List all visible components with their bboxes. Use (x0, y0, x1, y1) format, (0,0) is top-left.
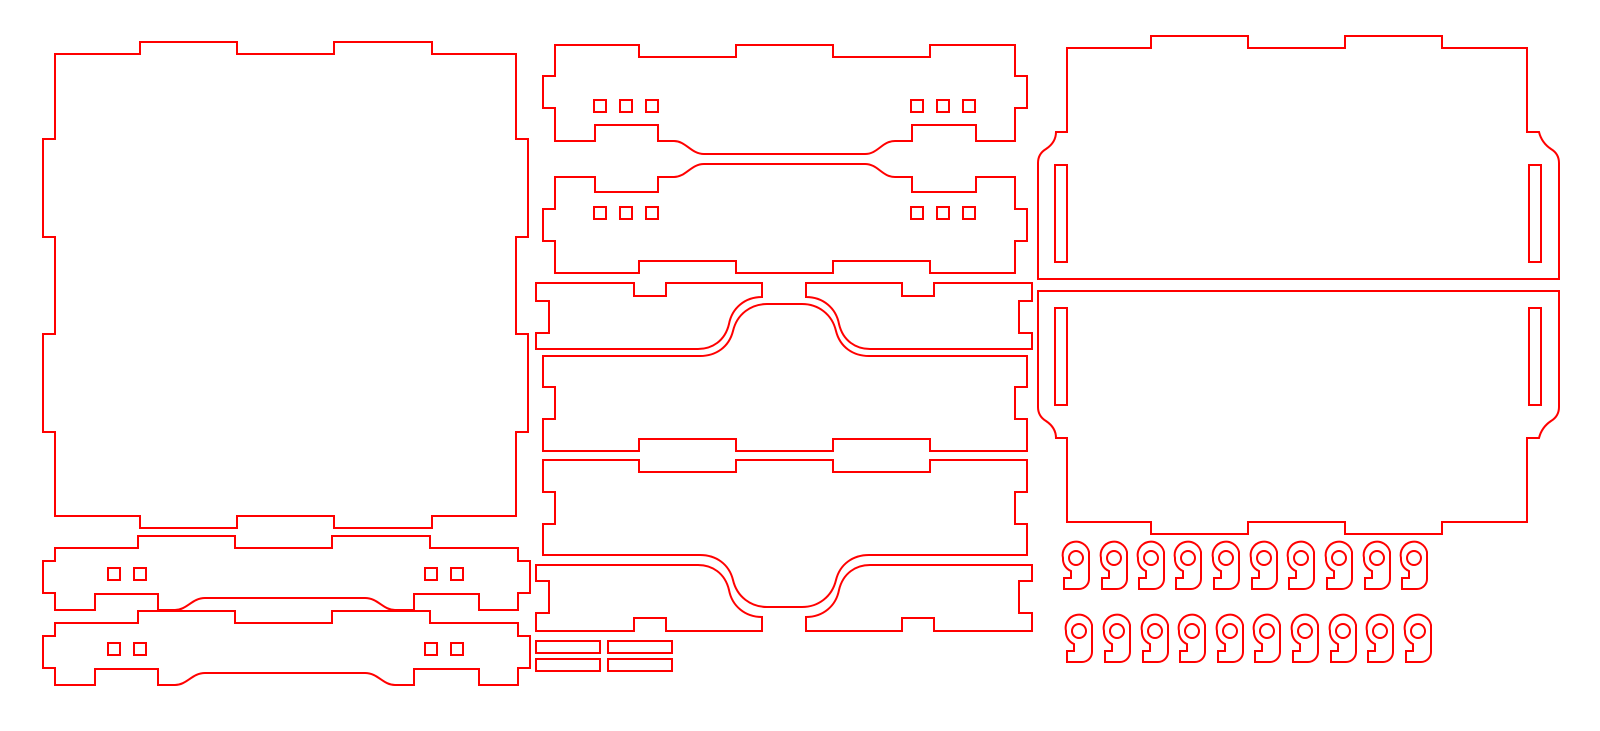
slot-square-middle-7 (593, 206, 607, 220)
hook-hole-8 (1331, 550, 1347, 566)
hook-hole-9 (1369, 550, 1385, 566)
hook-clip-5 (1211, 540, 1240, 590)
hook-hole-18 (1335, 623, 1351, 639)
hook-clip-10 (1399, 540, 1428, 590)
hook-clip-19 (1365, 613, 1394, 663)
hook-clip-4 (1173, 540, 1202, 590)
long-slot-lower-left (1054, 307, 1068, 406)
handle-lower-right (805, 564, 1033, 632)
hook-clip-12 (1102, 613, 1131, 663)
slot-square-middle-1 (593, 99, 607, 113)
hook-hole-15 (1222, 623, 1238, 639)
strip-3 (535, 658, 601, 672)
hook-clip-14 (1177, 613, 1206, 663)
slot-square-middle-8 (619, 206, 633, 220)
side-panel-middle-2 (542, 163, 1028, 274)
hook-clip-20 (1403, 613, 1432, 663)
hook-clip-17 (1290, 613, 1319, 663)
hook-hole-13 (1147, 623, 1163, 639)
hook-clip-9 (1362, 540, 1391, 590)
strip-2 (607, 640, 673, 654)
side-panel-bottom-1 (42, 535, 531, 611)
hook-clip-15 (1215, 613, 1244, 663)
slot-square-bottom-5 (107, 642, 121, 656)
hook-hole-14 (1184, 623, 1200, 639)
large-panel-lower (1037, 290, 1560, 535)
slot-square-middle-9 (645, 206, 659, 220)
slot-square-middle-10 (910, 206, 924, 220)
side-panel-bottom-2 (42, 610, 531, 686)
slot-square-bottom-8 (450, 642, 464, 656)
slot-square-bottom-6 (133, 642, 147, 656)
hook-hole-1 (1068, 550, 1084, 566)
hook-hole-12 (1109, 623, 1125, 639)
strip-1 (535, 640, 601, 654)
large-panel-upper (1037, 35, 1560, 280)
hook-clip-16 (1252, 613, 1281, 663)
slot-square-middle-3 (645, 99, 659, 113)
hook-clip-11 (1064, 613, 1093, 663)
long-slot-upper-left (1054, 164, 1068, 263)
square-panel (42, 41, 529, 529)
slot-square-bottom-7 (424, 642, 438, 656)
hook-clip-1 (1061, 540, 1090, 590)
hook-hole-3 (1143, 550, 1159, 566)
long-slot-upper-right (1528, 164, 1542, 263)
hook-hole-6 (1256, 550, 1272, 566)
strip-4 (607, 658, 673, 672)
hook-hole-19 (1372, 623, 1388, 639)
hook-hole-7 (1293, 550, 1309, 566)
hook-clip-7 (1286, 540, 1315, 590)
hook-hole-4 (1180, 550, 1196, 566)
long-slot-lower-right (1528, 307, 1542, 406)
slot-square-middle-4 (910, 99, 924, 113)
hook-hole-5 (1218, 550, 1234, 566)
handle-upper-right (805, 282, 1033, 350)
handle-arch-bottom (542, 459, 1028, 608)
slot-square-bottom-3 (424, 567, 438, 581)
slot-square-middle-6 (962, 99, 976, 113)
hook-clip-6 (1249, 540, 1278, 590)
slot-square-middle-5 (936, 99, 950, 113)
handle-upper-left (535, 282, 763, 350)
hook-hole-11 (1071, 623, 1087, 639)
hook-clip-8 (1324, 540, 1353, 590)
slot-square-middle-11 (936, 206, 950, 220)
hook-clip-2 (1099, 540, 1128, 590)
hook-hole-16 (1259, 623, 1275, 639)
hook-clip-13 (1140, 613, 1169, 663)
hook-hole-20 (1410, 623, 1426, 639)
handle-lower-left (535, 564, 763, 632)
slot-square-bottom-1 (107, 567, 121, 581)
hook-clip-3 (1136, 540, 1165, 590)
slot-square-middle-2 (619, 99, 633, 113)
handle-arch-top (542, 303, 1028, 452)
side-panel-middle-1 (542, 44, 1028, 155)
slot-square-bottom-4 (450, 567, 464, 581)
hook-hole-17 (1297, 623, 1313, 639)
hook-hole-10 (1406, 550, 1422, 566)
cut-paths (42, 35, 1560, 686)
hook-hole-2 (1106, 550, 1122, 566)
slot-square-middle-12 (962, 206, 976, 220)
slot-square-bottom-2 (133, 567, 147, 581)
hook-clip-18 (1328, 613, 1357, 663)
